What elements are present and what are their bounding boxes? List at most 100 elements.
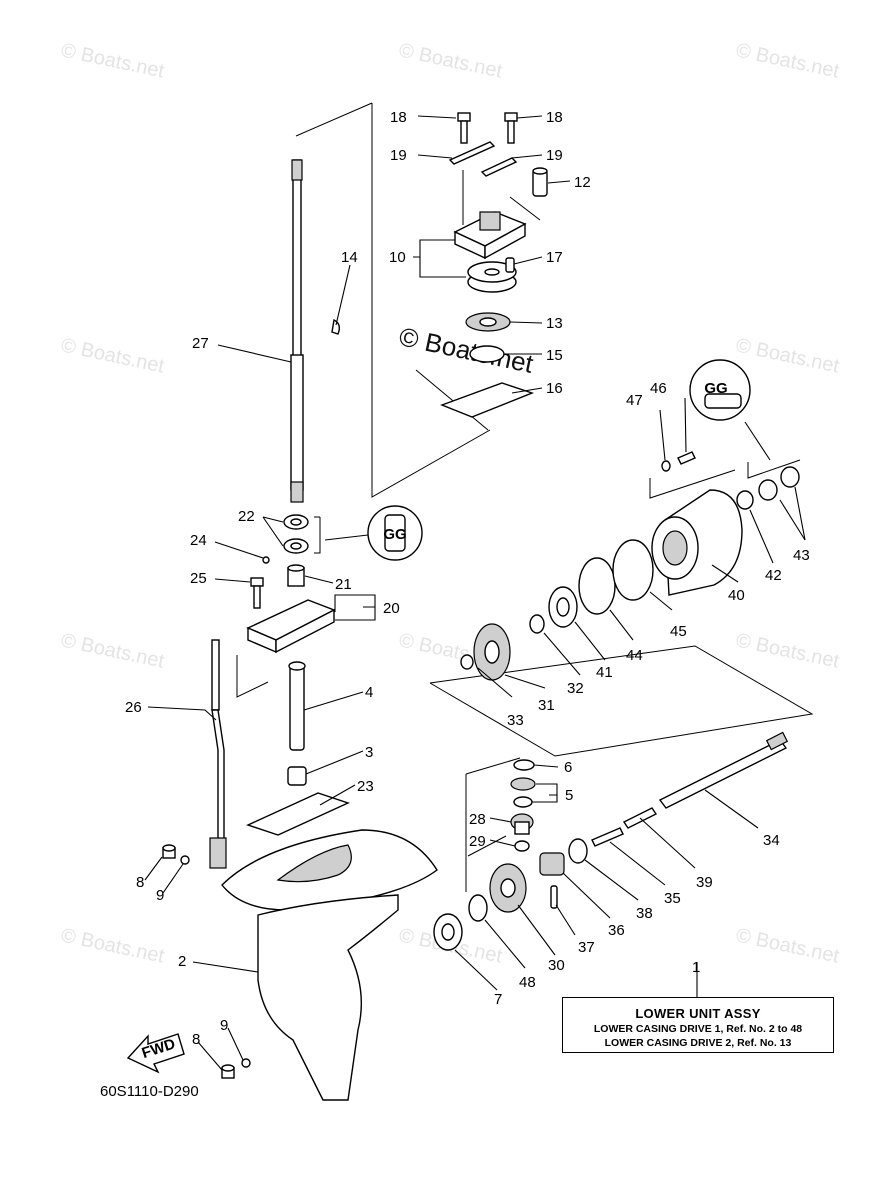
shim [513, 759, 535, 771]
propeller-shaft-housing [651, 489, 743, 596]
callout-34: 34 [763, 832, 780, 849]
callout-29: 29 [469, 833, 486, 850]
callout-19: 19 [390, 147, 407, 164]
callout-24: 24 [190, 532, 207, 549]
shim [468, 894, 488, 922]
callout-43: 43 [793, 547, 810, 564]
o-ring [469, 345, 505, 363]
callout-26: 26 [125, 699, 142, 716]
callout-17: 17 [546, 249, 563, 266]
svg-text:GG: GG [704, 380, 727, 397]
water-tube-grommet [532, 167, 548, 197]
callout-40: 40 [728, 587, 745, 604]
gasket [246, 792, 350, 836]
callout-9: 9 [220, 1017, 228, 1034]
washer [262, 556, 270, 564]
callout-14: 14 [341, 249, 358, 266]
bushing [287, 564, 305, 587]
drive-shaft [290, 159, 304, 503]
clutch [539, 852, 565, 876]
callout-10: 10 [389, 249, 406, 266]
shift-rod [209, 639, 227, 869]
impeller [465, 312, 511, 332]
bolt [250, 577, 264, 609]
pinion-gear [510, 813, 534, 835]
lower-casing [221, 829, 438, 1101]
svg-text:GG: GG [383, 526, 406, 543]
bearing [283, 514, 309, 530]
diagram-code: 60S1110-D290 [100, 1083, 199, 1100]
callout-36: 36 [608, 922, 625, 939]
oil-seal [736, 490, 754, 510]
callout-5: 5 [565, 787, 573, 804]
callout-42: 42 [765, 567, 782, 584]
callout-4: 4 [365, 684, 373, 701]
callout-12: 12 [574, 174, 591, 191]
drain-plug [162, 844, 176, 859]
callout-27: 27 [192, 335, 209, 352]
nut [514, 840, 530, 852]
callout-8: 8 [136, 874, 144, 891]
insert-cartridge [467, 261, 517, 293]
callout-25: 25 [190, 570, 207, 587]
washer [661, 460, 671, 472]
callout-8: 8 [192, 1031, 200, 1048]
plate [480, 157, 518, 177]
callout-19: 19 [546, 147, 563, 164]
callout-16: 16 [546, 380, 563, 397]
callout-18: 18 [390, 109, 407, 126]
bearing-set [510, 777, 536, 808]
callout-20: 20 [383, 600, 400, 617]
drain-plug [221, 1064, 235, 1079]
woodruff-key [331, 318, 341, 335]
callout-47: 47 [626, 392, 643, 409]
callout-18: 18 [546, 109, 563, 126]
callout-31: 31 [538, 697, 555, 714]
cross-pin [550, 885, 558, 909]
plug-gasket [241, 1058, 251, 1068]
callout-46: 46 [650, 380, 667, 397]
callout-38: 38 [636, 905, 653, 922]
ball-bearing [548, 586, 578, 628]
plate [448, 141, 496, 165]
bearing [283, 538, 309, 554]
bolt [677, 451, 696, 465]
oil-seal [780, 466, 800, 488]
oil-seal [758, 479, 778, 501]
o-ring [612, 539, 654, 601]
callout-6: 6 [564, 759, 572, 776]
assy-title: LOWER UNIT ASSY [635, 1006, 761, 1021]
callout-22: 22 [238, 508, 255, 525]
bolt [504, 112, 518, 144]
callout-44: 44 [626, 647, 643, 664]
bolt [457, 112, 471, 144]
callout-35: 35 [664, 890, 681, 907]
slide-pin [591, 827, 624, 847]
callout-37: 37 [578, 939, 595, 956]
shim [529, 614, 545, 634]
callout-28: 28 [469, 811, 486, 828]
outer-plate-cartridge [440, 382, 535, 418]
callout-3: 3 [365, 744, 373, 761]
water-pipe [288, 661, 306, 751]
callout-23: 23 [357, 778, 374, 795]
lower-unit-assy-box: LOWER UNIT ASSY LOWER CASING DRIVE 1, Re… [562, 997, 834, 1053]
plug-gasket [180, 855, 190, 865]
callout-labels: 18 18 19 19 12 10 11 11 11 17 13 15 16 1… [125, 109, 810, 1048]
callout-30: 30 [548, 957, 565, 974]
forward-gear [489, 863, 527, 913]
assembly-lines [236, 102, 814, 892]
reverse-gear [473, 623, 511, 681]
callout-21: 21 [335, 576, 352, 593]
callout-32: 32 [567, 680, 584, 697]
dowel-pin [505, 257, 515, 273]
fwd-arrow-icon: FWD [126, 1033, 185, 1074]
assy-line-1: LOWER CASING DRIVE 1, Ref. No. 2 to 48 [593, 1023, 803, 1035]
spring-clip [568, 838, 588, 864]
callout-13: 13 [546, 315, 563, 332]
assy-line-2: LOWER CASING DRIVE 2, Ref. No. 13 [604, 1037, 792, 1049]
tapered-bearing [433, 913, 463, 951]
callout-2: 2 [178, 953, 186, 970]
callout-1: 1 [692, 959, 700, 976]
